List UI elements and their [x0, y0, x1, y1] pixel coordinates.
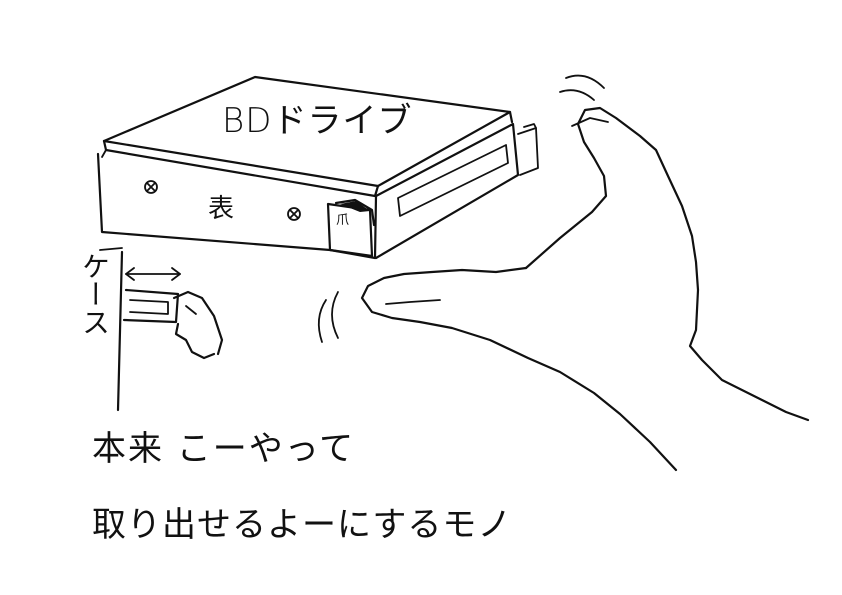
motion-lines-bottom: [317, 291, 339, 343]
screw-left-icon: [144, 180, 158, 194]
motion-lines-top: [559, 74, 605, 101]
front-face-label: 表: [208, 194, 235, 224]
bd-drive-outline: [96, 75, 539, 260]
note-line-2: 取り出せるよーにするモノ: [92, 505, 513, 545]
large-hand-drawing: [360, 106, 810, 472]
screw-right-icon: [287, 207, 301, 221]
case-inset-drawing: [99, 247, 224, 412]
case-label: ケース: [78, 252, 111, 336]
tray-lip: [326, 198, 376, 258]
drive-title: BDドライブ: [222, 101, 413, 141]
nail-label: 爪: [336, 213, 350, 228]
note-line-1: 本来 こーやって: [92, 429, 356, 469]
